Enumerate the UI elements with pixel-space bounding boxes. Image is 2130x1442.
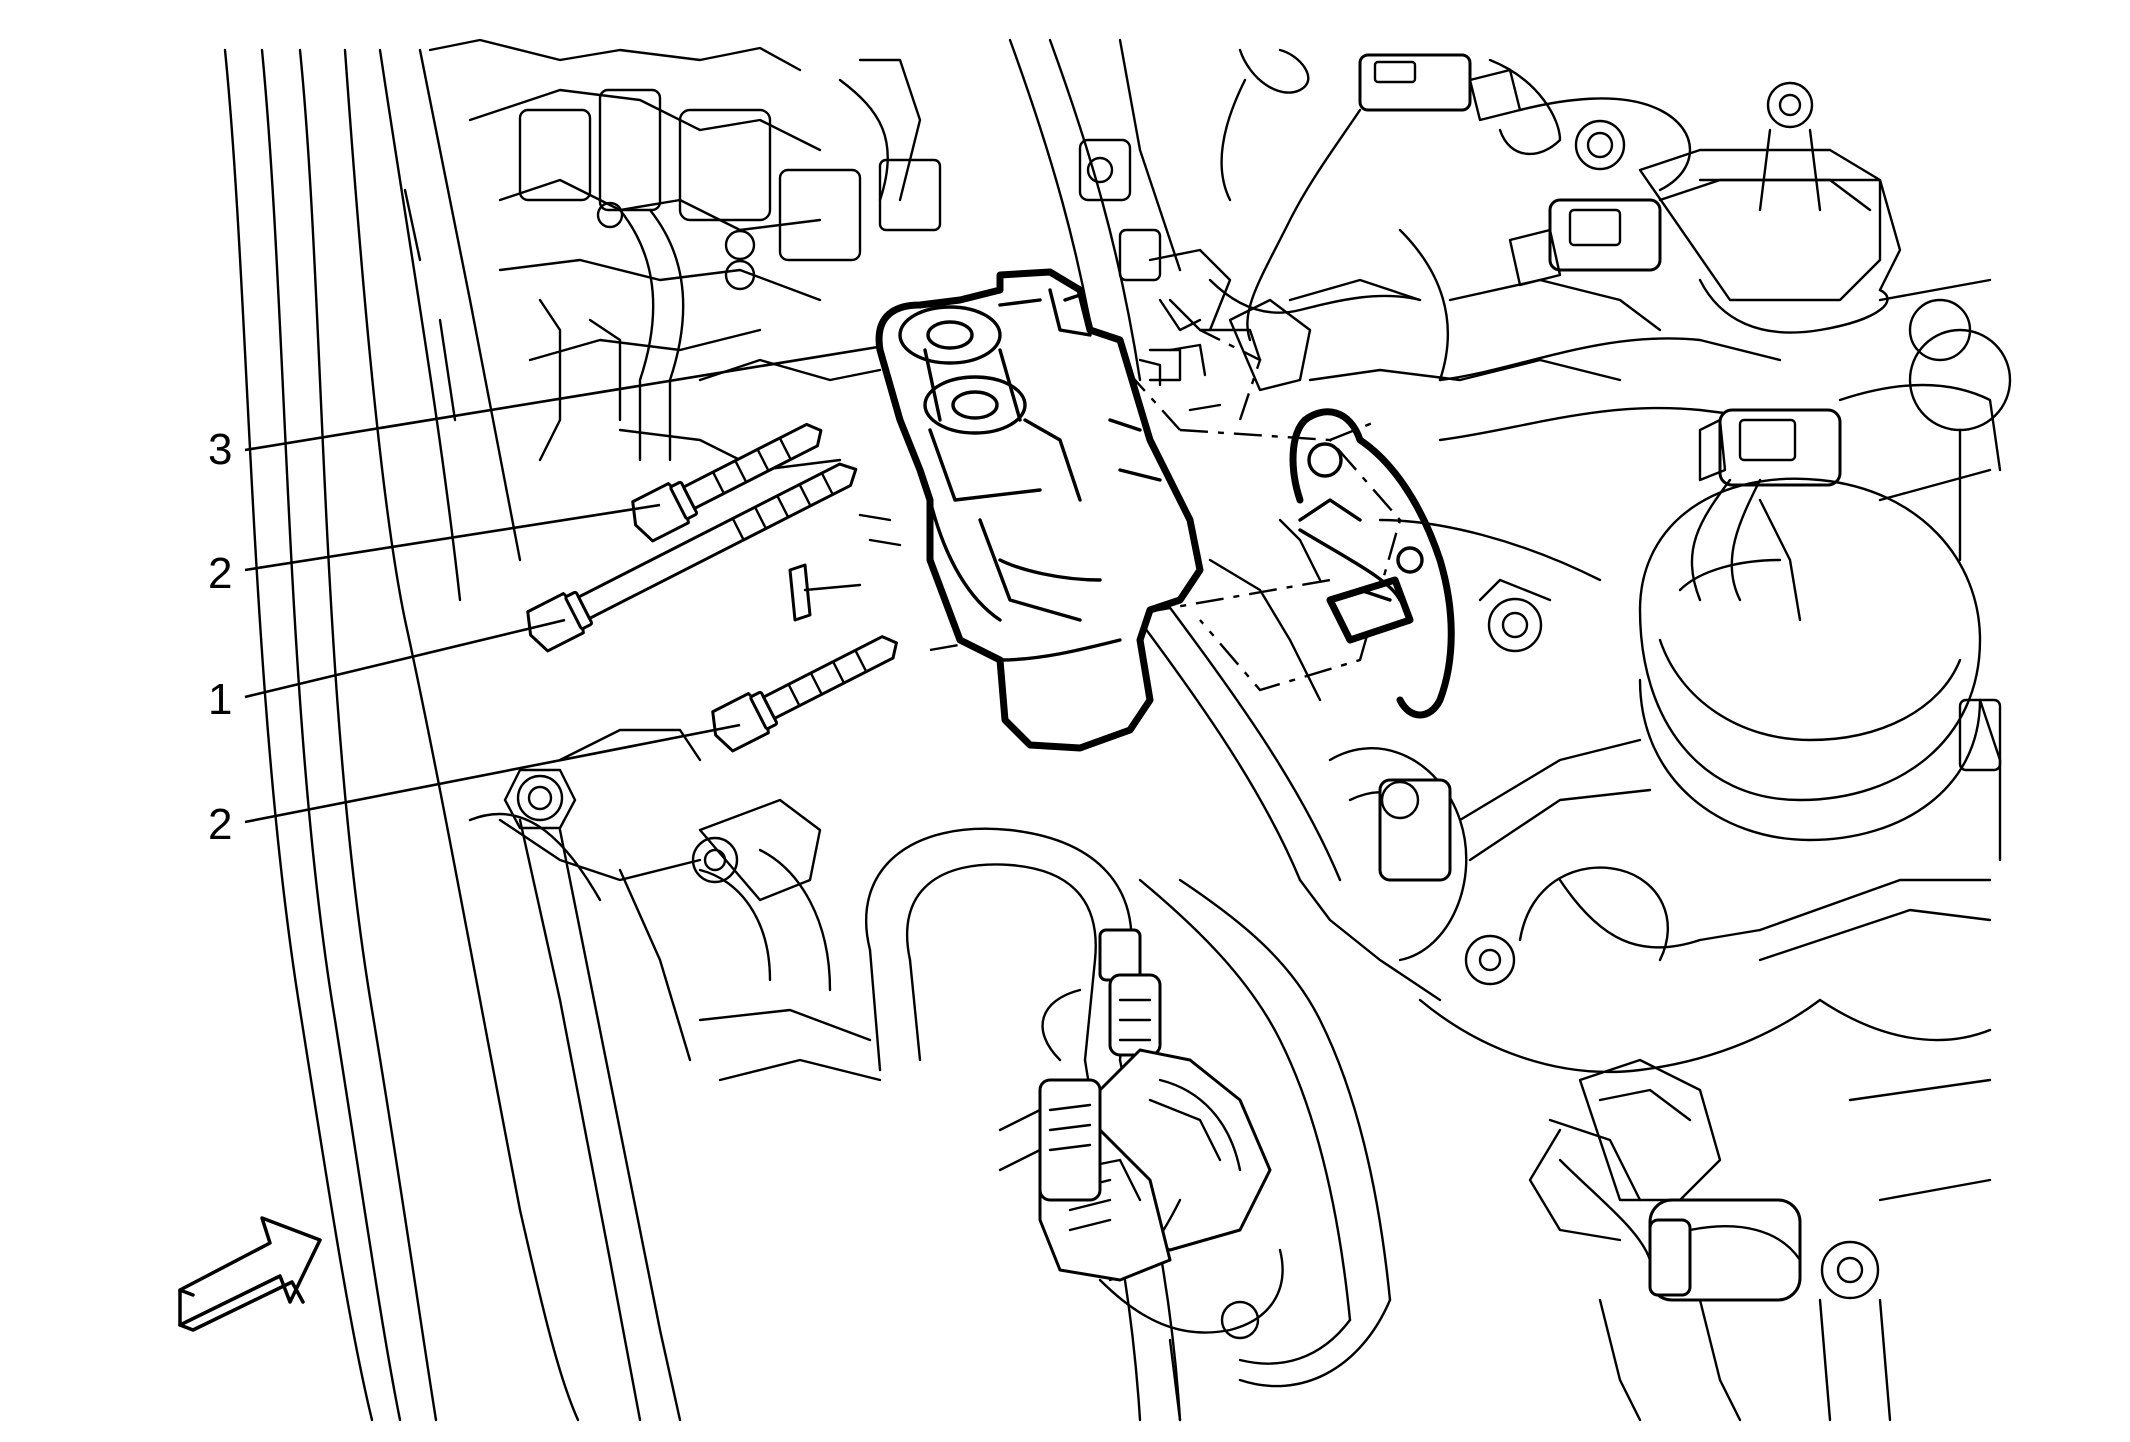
lower-right-connectors: [1528, 1058, 1802, 1422]
purge-valve-assembly: [998, 928, 1284, 1422]
round-cap-assembly: [1378, 477, 1982, 842]
o-ring-seal: [788, 513, 902, 622]
left-lower-bracket: [498, 728, 822, 1062]
upper-right-assembly: [1208, 48, 1902, 392]
fender-panel: [223, 48, 682, 1422]
left-bracket-cluster: [428, 38, 942, 472]
solenoid-gasket: [1289, 408, 1455, 719]
right-edge-parts: [1758, 698, 2002, 1422]
bolt-long: [526, 462, 858, 653]
callout-label-1: 1: [208, 675, 233, 724]
middle-manifold: [1078, 538, 1822, 1074]
bolt-upper: [631, 422, 823, 543]
callout-label-2-lower: 2: [208, 800, 233, 849]
leader-lines: [244, 345, 879, 824]
callout-label-2-upper: 2: [208, 549, 233, 598]
front-direction-arrow-icon: [178, 1216, 322, 1332]
right-injector-rail: [1438, 278, 2012, 602]
bolt-lower: [711, 635, 898, 753]
callout-label-3: 3: [208, 425, 233, 474]
solenoid-valve: [875, 268, 1204, 752]
